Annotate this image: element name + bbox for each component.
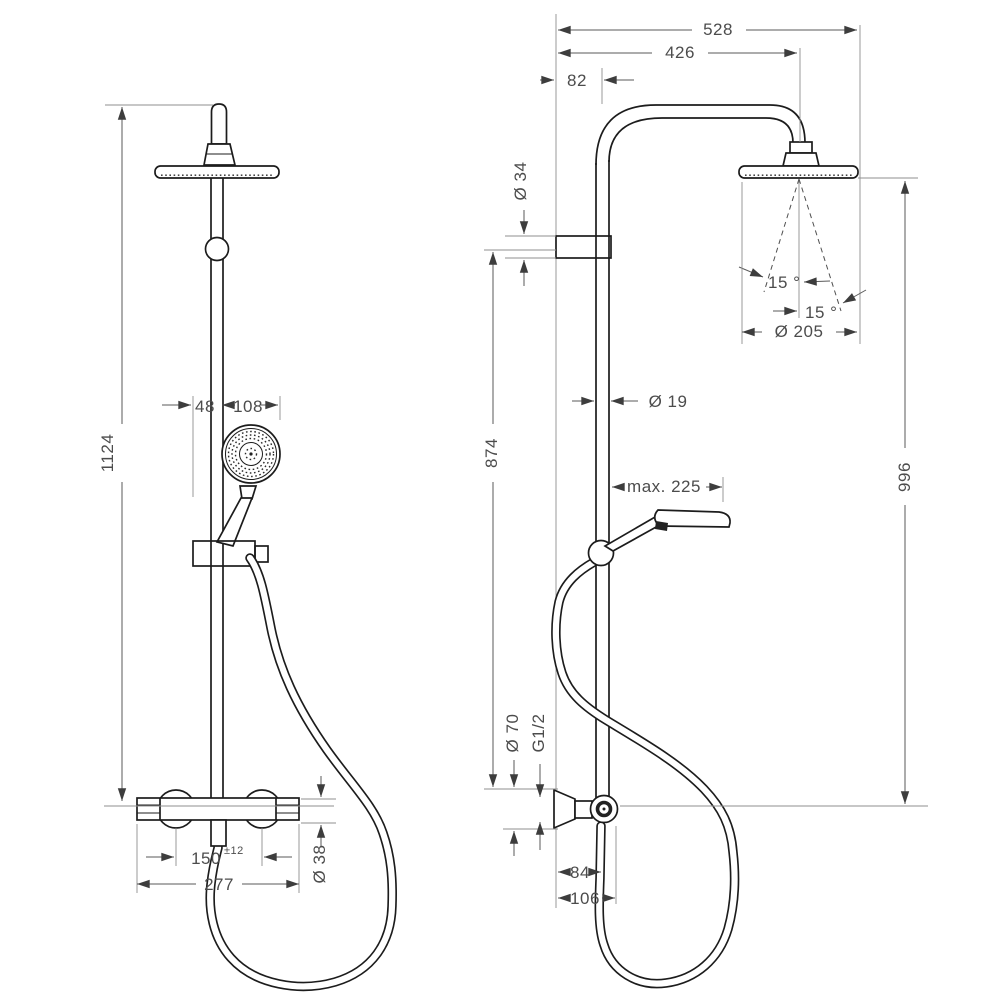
handshower-face (221, 424, 281, 484)
wall-elbow (553, 788, 619, 830)
overhead-shower-plate (154, 165, 280, 179)
dim-label-riser-height: 874 (482, 438, 501, 468)
pipe-top-cap (210, 103, 228, 145)
dim-label-wall-to-riser: 82 (567, 71, 587, 90)
riser-and-arm (595, 104, 806, 800)
handshower-side (603, 509, 731, 552)
dim-label-connection-thread: G1/2 (529, 714, 548, 753)
dim-label-handshower-offset: 48 (195, 397, 215, 416)
handshower-handle (215, 485, 258, 548)
dim-label-spray-angle-right: 15 ° (805, 303, 837, 322)
dim-overhead-diameter: Ø 205 (741, 182, 858, 344)
dim-label-handshower-projection: max. 225 (627, 477, 701, 496)
thermostat-mixer (136, 789, 300, 847)
dim-label-escutcheon-diameter: Ø 70 (503, 714, 522, 753)
dim-overall-depth: 528 (557, 20, 861, 344)
dim-mixer-diameter: Ø 38 (301, 776, 336, 883)
dim-escutcheon-thread: Ø 70 G1/2 (503, 714, 558, 856)
dim-arm-projection: 426 (557, 43, 801, 142)
dim-label-arm-projection: 426 (665, 43, 695, 62)
dim-label-overhead-diameter: Ø 205 (775, 322, 824, 341)
dim-overhead-height: 996 (620, 177, 928, 807)
dim-total-height: 1124 (98, 104, 334, 807)
dim-label-total-height: 1124 (98, 434, 117, 473)
dim-label-hose-center-offset: 84 (570, 863, 590, 882)
dim-label-overhead-height: 996 (895, 462, 914, 492)
spray-cone (763, 178, 842, 318)
overhead-shower-plate-side (738, 165, 859, 179)
dim-label-inlet-distance: 150 (191, 849, 221, 868)
dim-mixer-width: 277 (136, 824, 300, 894)
holder-bracket (192, 540, 269, 567)
head-fitting (781, 141, 821, 167)
dim-label-spray-angle-left: 15 ° (768, 273, 800, 292)
dim-label-riser-diameter: Ø 19 (649, 392, 688, 411)
dim-label-mixer-width: 277 (204, 875, 234, 894)
dim-wall-to-riser: 82 (540, 68, 634, 104)
hose-stub (210, 819, 227, 847)
dim-handshower-projection: max. 225 (611, 477, 724, 502)
dim-label-bracket-diameter: Ø 34 (511, 162, 530, 201)
dim-bracket-diameter: Ø 34 (505, 162, 556, 286)
dim-riser-height: 874 (482, 249, 558, 790)
cone-connector (202, 143, 237, 166)
dim-label-inlet-tolerance: ±12 (224, 845, 244, 857)
front-view: 1124 48 108 150 ±12 277 (98, 103, 397, 992)
dim-label-mixer-diameter: Ø 38 (310, 845, 329, 884)
shower-hose (205, 553, 397, 992)
dim-spray-angles: 15 ° 15 ° (738, 266, 867, 322)
wall-bracket (555, 235, 612, 259)
side-view: 528 426 82 Ø 34 (482, 14, 928, 989)
shower-hose-side (551, 557, 740, 989)
dim-label-handshower-width: 108 (233, 397, 263, 416)
dim-hose-offsets: 84 106 (557, 826, 617, 908)
dim-handshower-offsets: 48 108 (162, 396, 281, 497)
riser-pipe (210, 178, 224, 798)
dim-inlet-distance: 150 ±12 (146, 828, 292, 868)
dim-label-overall-depth: 528 (703, 20, 733, 39)
dim-riser-diameter: Ø 19 (572, 392, 687, 411)
ball-joint (204, 236, 230, 262)
dim-label-hose-outer-offset: 106 (570, 889, 600, 908)
